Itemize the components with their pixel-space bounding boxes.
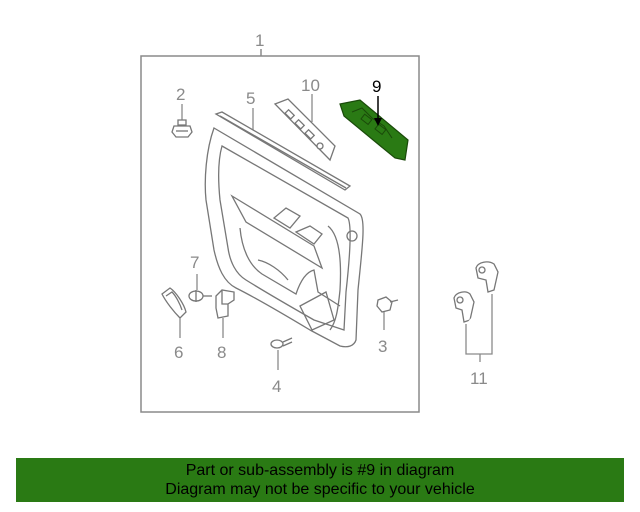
part-8-bracket (215, 289, 235, 338)
part-5-weatherstrip (214, 108, 352, 191)
callout-10: 10 (301, 76, 320, 95)
assembly-frame (140, 55, 420, 413)
part-4-screw (270, 337, 293, 370)
part-6-cover (161, 287, 187, 338)
callout-2: 2 (176, 85, 185, 104)
part-10-switch-panel (273, 94, 336, 162)
part-2-bolt (171, 104, 193, 138)
callout-3: 3 (378, 337, 387, 356)
door-trim-panel (204, 127, 364, 348)
callout-6: 6 (174, 343, 183, 362)
banner-line-2: Diagram may not be specific to your vehi… (165, 481, 475, 498)
part-3-bolt (376, 296, 399, 330)
callout-1: 1 (255, 31, 264, 50)
banner-line-1: Part or sub-assembly is #9 in diagram (185, 462, 455, 479)
part-7-clip (188, 274, 212, 302)
callout-5: 5 (246, 89, 255, 108)
callout-11: 11 (470, 369, 488, 388)
part-11-hinges (453, 261, 499, 362)
callout-7: 7 (190, 253, 199, 272)
part-9-switch-assembly (339, 96, 409, 161)
callout-4: 4 (272, 377, 281, 396)
callout-8: 8 (217, 343, 226, 362)
info-banner: Part or sub-assembly is #9 in diagram Di… (16, 458, 624, 502)
callout-9: 9 (372, 77, 381, 96)
